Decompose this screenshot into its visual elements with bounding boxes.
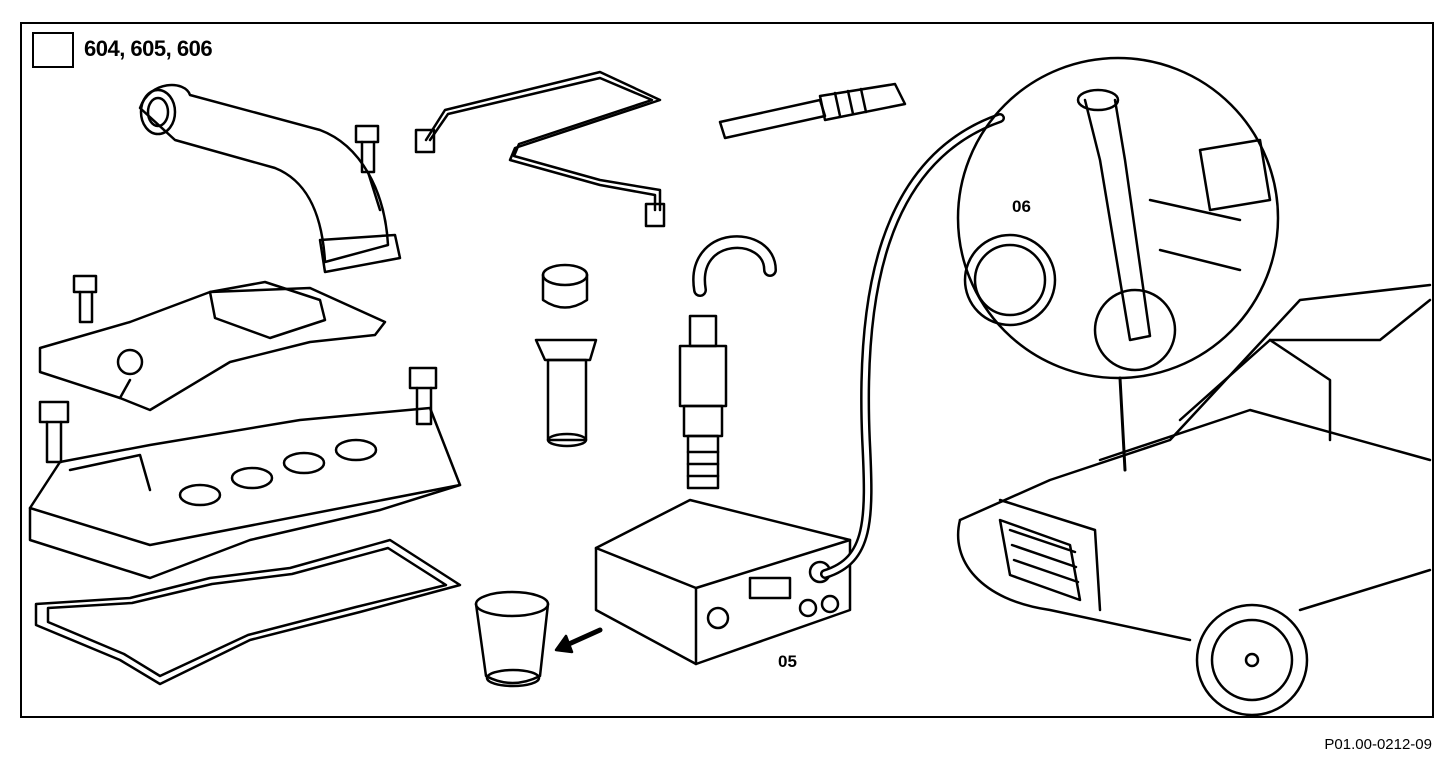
engine-cover-plate bbox=[38, 280, 387, 412]
injector-assembly bbox=[678, 314, 728, 490]
tester-box bbox=[594, 498, 852, 666]
bolt-left bbox=[72, 274, 98, 324]
figure-code: P01.00-0212-09 bbox=[1324, 736, 1432, 753]
nozzle-holder-nut bbox=[541, 263, 589, 309]
diagram-frame bbox=[20, 22, 1434, 718]
intake-pipe bbox=[138, 83, 402, 274]
bolt-front-right bbox=[408, 366, 438, 426]
car bbox=[956, 283, 1432, 717]
callout-05: 05 bbox=[778, 652, 797, 671]
callout-06: 06 bbox=[1012, 197, 1031, 216]
detail-magnifier bbox=[956, 56, 1280, 472]
adapter-sleeve bbox=[474, 590, 550, 688]
fuel-line bbox=[414, 70, 666, 228]
bolt-upper bbox=[354, 124, 382, 212]
engine-codes-label: 604, 605, 606 bbox=[84, 36, 213, 61]
nozzle-holder bbox=[534, 338, 598, 448]
engine-icon bbox=[32, 32, 74, 68]
gasket bbox=[34, 538, 462, 686]
cylinder-head-cover bbox=[28, 406, 462, 580]
bolt-front-left bbox=[38, 400, 70, 464]
injector-nozzle bbox=[718, 82, 907, 140]
